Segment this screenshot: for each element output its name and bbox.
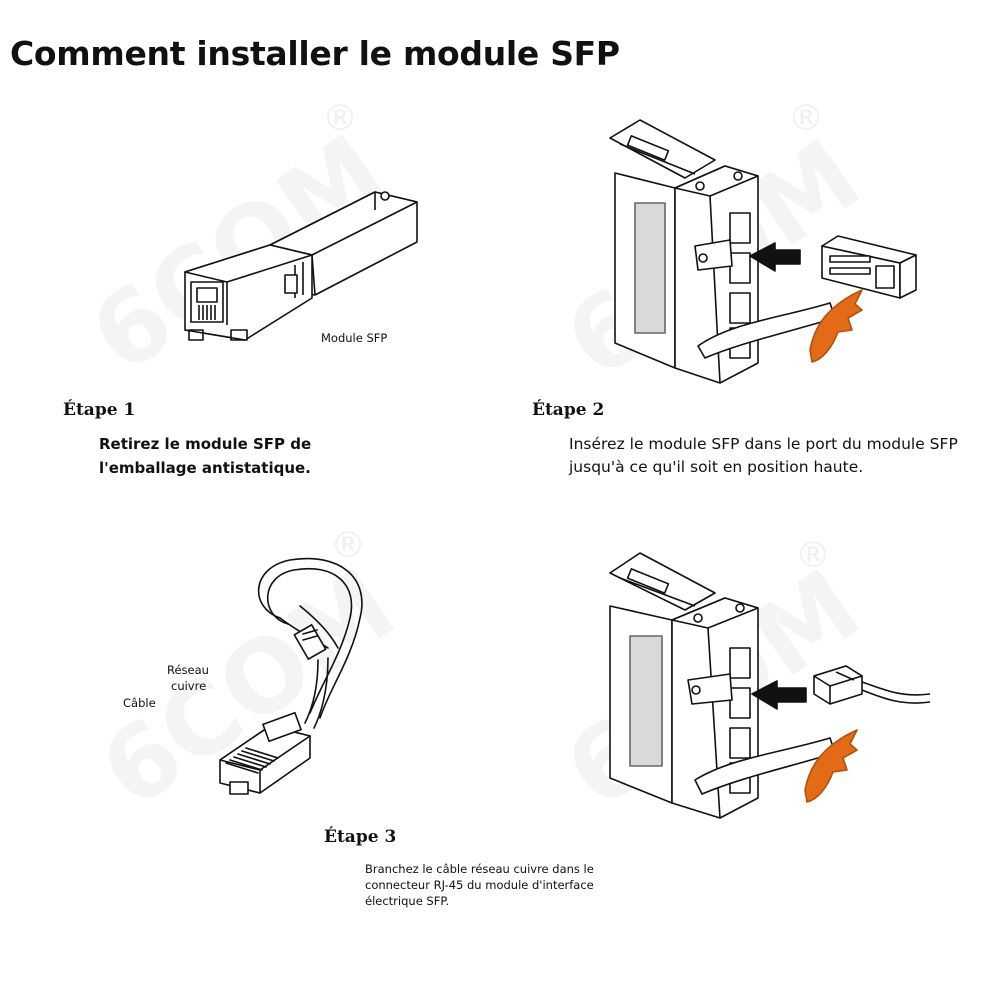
step1-text-line2: l'emballage antistatique. — [99, 459, 311, 477]
copper-cable-illustration — [219, 557, 363, 795]
label-reseau: Réseau — [167, 663, 209, 677]
step2-text-line1: Insérez le module SFP dans le port du mo… — [569, 435, 958, 453]
step3-heading: Étape 3 — [324, 827, 397, 847]
step2-text-line2: jusqu'à ce qu'il soit en position haute. — [569, 458, 864, 476]
step3-text-line1: Branchez le câble réseau cuivre dans le — [365, 862, 594, 876]
plug-cable-illustration — [609, 552, 931, 819]
sfp-module-illustration — [184, 191, 418, 341]
label-cable: Câble — [123, 696, 156, 710]
watermark-registered-1: ® — [322, 98, 358, 139]
page-title: Comment installer le module SFP — [10, 34, 620, 73]
sfp-module-label: Module SFP — [321, 331, 388, 345]
step3-text-line2: connecteur RJ-45 du module d'interface — [365, 878, 594, 892]
step3-text-line3: électrique SFP. — [365, 894, 450, 908]
step1-text-line1: Retirez le module SFP de — [99, 435, 312, 453]
step1-heading: Étape 1 — [63, 400, 136, 420]
insert-sfp-illustration — [609, 119, 917, 384]
step2-heading: Étape 2 — [532, 400, 605, 420]
label-cuivre: cuivre — [171, 679, 207, 693]
